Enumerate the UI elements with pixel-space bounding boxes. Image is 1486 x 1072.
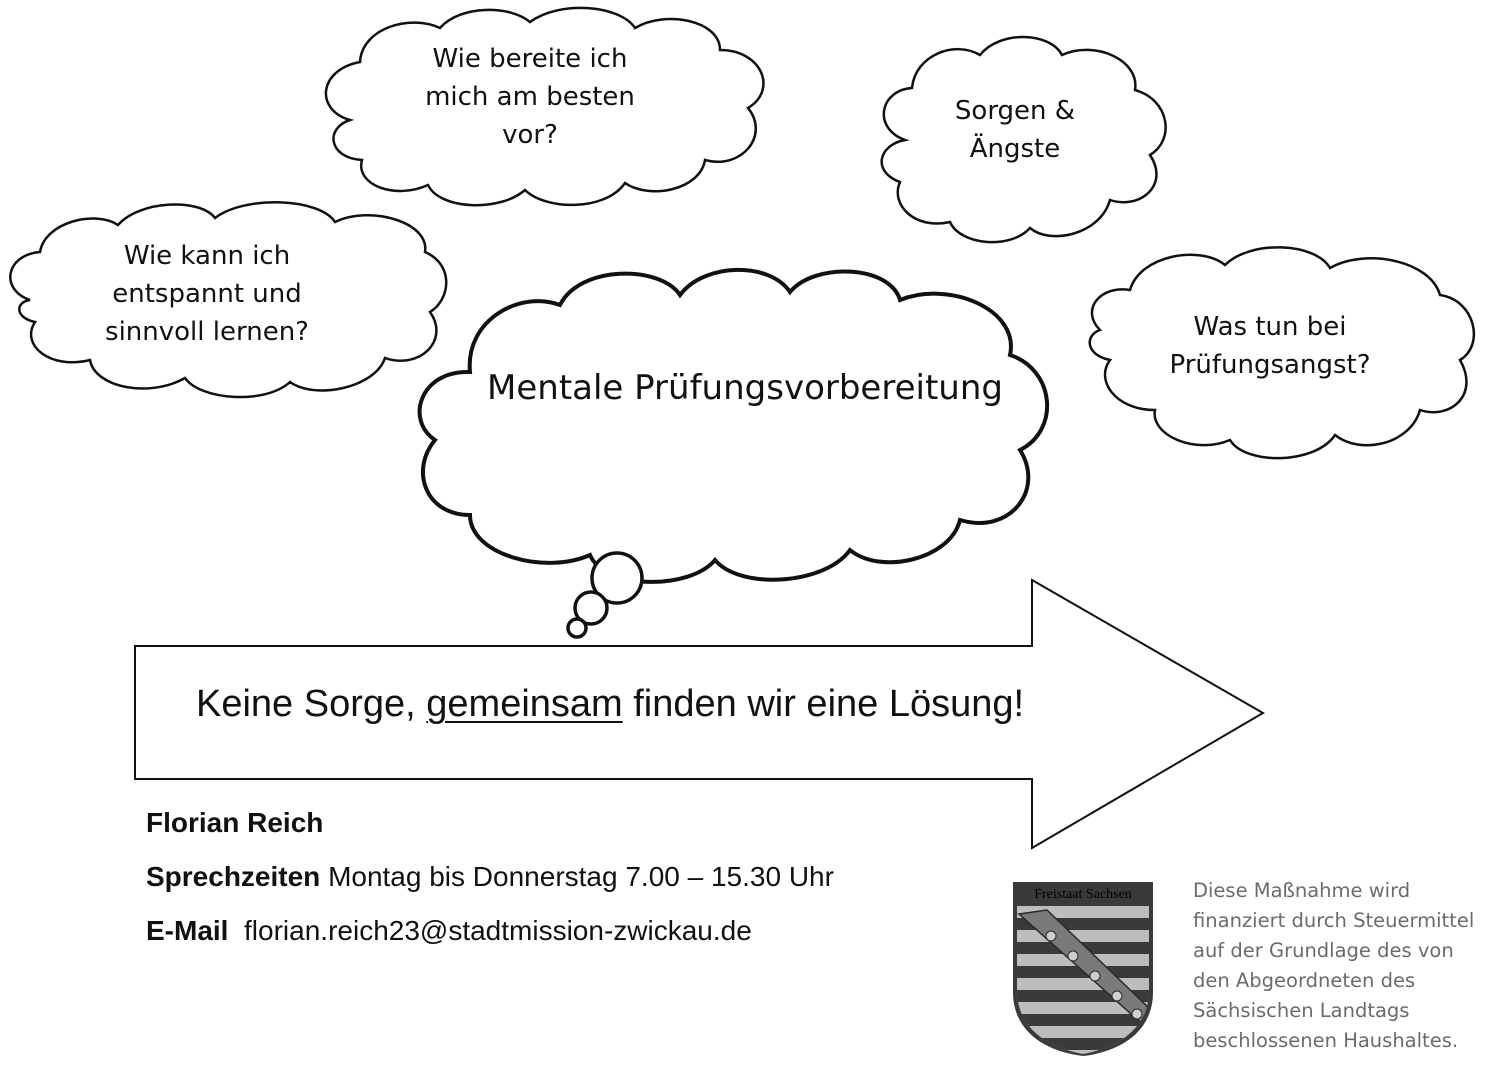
cloud-line: vor?: [502, 120, 558, 150]
main-cloud-shape: [417, 267, 1050, 584]
arrow-message: Keine Sorge, gemeinsam finden wir eine L…: [196, 680, 1024, 728]
thought-bubble-large: [590, 551, 644, 605]
crest-icon: Freistaat Sachsen: [1011, 880, 1155, 1056]
contact-email: E-Mail florian.reich23@stadtmission-zwic…: [146, 914, 752, 948]
arrow-text-before: Keine Sorge,: [196, 683, 427, 725]
funding-notice: Diese Maßnahme wird finanziert durch Ste…: [1193, 876, 1474, 1056]
cloud-line: Sorgen &: [954, 96, 1076, 126]
contact-hours-label: Sprechzeiten: [146, 861, 321, 892]
cloud-line: entspannt und: [112, 279, 302, 309]
main-cloud-title: Mentale Prüfungsvorbereitung: [487, 368, 1003, 408]
contact-email-value[interactable]: florian.reich23@stadtmission-zwickau.de: [244, 915, 752, 946]
cloud-top-right-shape: [880, 35, 1167, 244]
funding-line: beschlossenen Haushaltes.: [1193, 1029, 1459, 1052]
cloud-text-worries: Sorgen & Ängste: [905, 92, 1125, 168]
cloud-line: Wie kann ich: [123, 241, 291, 271]
cloud-top-center-shape: [324, 6, 765, 207]
cloud-line: Prüfungsangst?: [1169, 350, 1371, 380]
cloud-text-learning: Wie kann ich entspannt und sinnvoll lern…: [62, 237, 352, 351]
funding-line: auf der Grundlage des von: [1193, 939, 1454, 962]
contact-name: Florian Reich: [146, 806, 323, 840]
thought-bubble-medium: [573, 590, 609, 626]
cloud-text-exam-anxiety: Was tun bei Prüfungsangst?: [1140, 308, 1400, 384]
cloud-line: mich am besten: [425, 82, 635, 112]
thought-bubble-small: [566, 617, 588, 639]
contact-hours-value: Montag bis Donnerstag 7.00 – 15.30 Uhr: [328, 861, 834, 892]
cloud-line: Ängste: [969, 134, 1061, 164]
contact-email-label: E-Mail: [146, 915, 229, 946]
cloud-line: sinnvoll lernen?: [105, 317, 309, 347]
solution-arrow-shape: [134, 578, 1265, 850]
arrow-text-after: finden wir eine Lösung!: [622, 683, 1025, 725]
cloud-line: Was tun bei: [1193, 312, 1347, 342]
cloud-right-shape: [1088, 246, 1476, 460]
funding-line: Sächsischen Landtags: [1193, 999, 1410, 1022]
contact-name-text: Florian Reich: [146, 807, 324, 838]
funding-line: den Abgeordneten des: [1193, 969, 1416, 992]
cloud-left-shape: [9, 201, 448, 399]
arrow-text-underlined: gemeinsam: [426, 683, 623, 725]
saxony-crest-logo: Freistaat Sachsen: [1011, 880, 1155, 1056]
cloud-line: Wie bereite ich: [432, 44, 628, 74]
contact-hours: Sprechzeiten Montag bis Donnerstag 7.00 …: [146, 860, 834, 894]
funding-line: Diese Maßnahme wird: [1193, 879, 1411, 902]
crest-label: Freistaat Sachsen: [1034, 887, 1132, 902]
cloud-text-preparation: Wie bereite ich mich am besten vor?: [380, 40, 680, 154]
funding-line: finanziert durch Steuermittel: [1193, 909, 1475, 932]
